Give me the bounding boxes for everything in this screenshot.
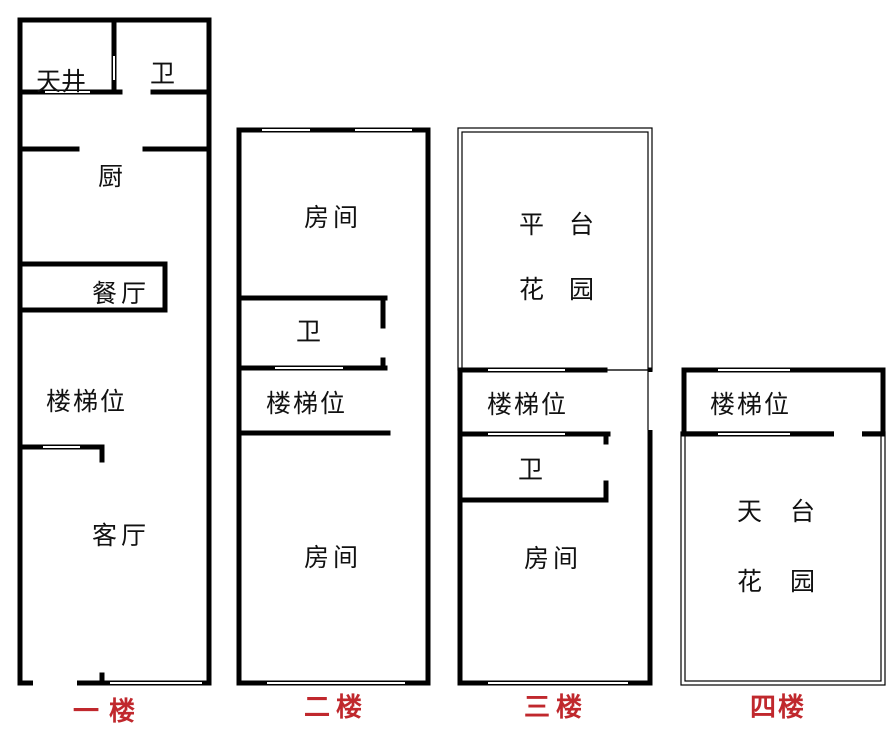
room-label-garden: 花 <box>519 275 544 304</box>
room-label-dining: 餐厅 <box>92 279 150 308</box>
room-label-garden: 园 <box>569 275 594 304</box>
room-label-stairs: 楼梯位 <box>487 390 568 419</box>
room-label-bath: 卫 <box>150 59 175 88</box>
floor-2-plan <box>236 127 431 686</box>
floor-label-4: 四楼 <box>750 693 806 723</box>
room-label-kitchen: 厨 <box>98 162 123 191</box>
floor-4-plan <box>680 367 886 686</box>
room-label-terrace: 平 <box>519 210 544 239</box>
room-label-stairs: 楼梯位 <box>266 389 347 418</box>
floor-1-plan <box>17 17 212 687</box>
room-label-terrace: 台 <box>569 210 594 239</box>
floor-label-3: 三楼 <box>524 693 588 723</box>
room-label-garden: 园 <box>790 567 815 596</box>
room-label-room: 房间 <box>304 543 362 572</box>
room-label-roof: 台 <box>790 497 815 526</box>
room-label-stairs: 楼梯位 <box>46 387 127 416</box>
floor-3-plan <box>457 127 654 686</box>
floor-label-1: 一楼 <box>73 697 145 727</box>
room-label-stairs: 楼梯位 <box>710 390 791 419</box>
room-label-living: 客厅 <box>92 521 150 550</box>
room-label-bath: 卫 <box>518 455 543 484</box>
floor-label-2: 二楼 <box>304 693 368 723</box>
room-label-roof: 天 <box>737 497 762 526</box>
room-label-bath: 卫 <box>296 317 321 346</box>
room-label-courtyard: 天井 <box>36 67 86 96</box>
room-label-room: 房间 <box>304 203 362 232</box>
room-label-room: 房间 <box>524 544 582 573</box>
room-label-garden: 花 <box>737 567 762 596</box>
